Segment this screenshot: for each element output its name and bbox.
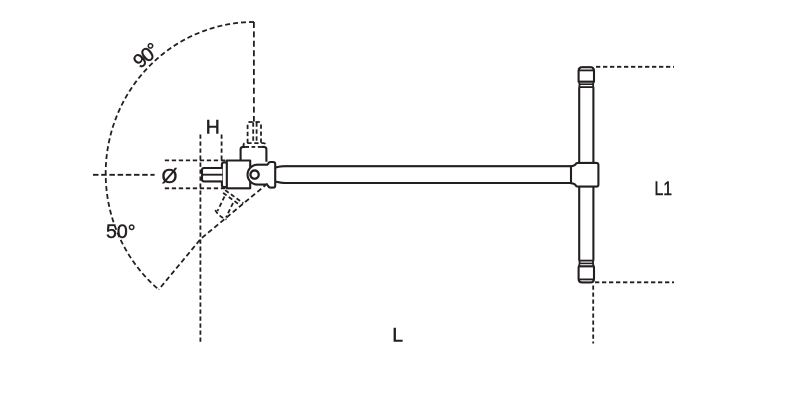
svg-text:L: L	[392, 325, 403, 347]
svg-text:Ø: Ø	[162, 165, 178, 188]
svg-text:50°: 50°	[106, 221, 136, 243]
svg-text:L1: L1	[654, 178, 672, 200]
svg-text:H: H	[206, 117, 220, 139]
